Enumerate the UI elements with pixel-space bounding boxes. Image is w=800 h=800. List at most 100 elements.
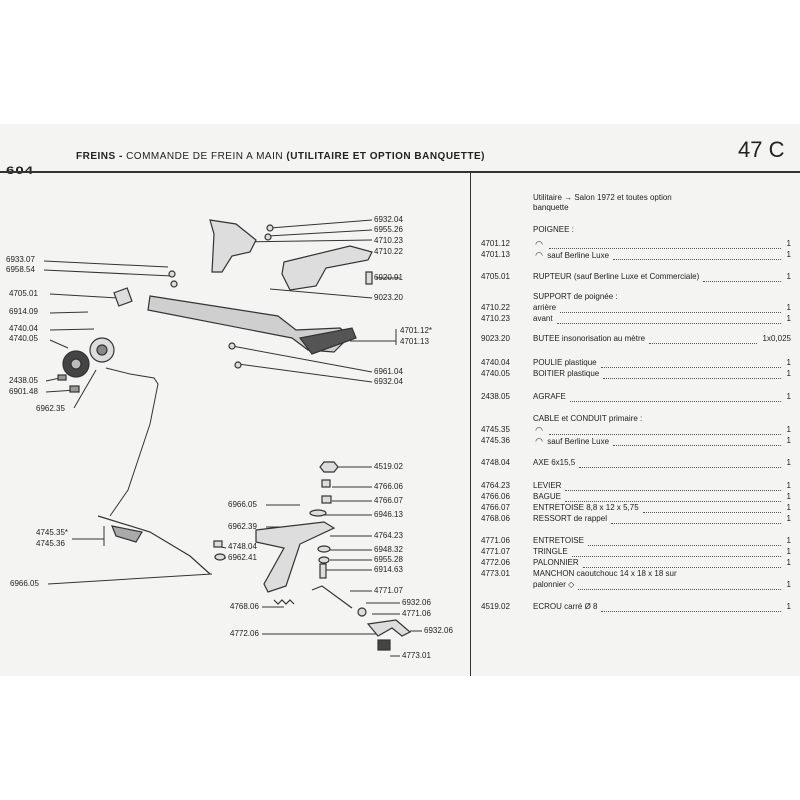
ref-6955-28: 6955.28 [374,555,403,564]
part-code: 9023.20 [481,334,510,343]
parts-list-row: 9023.20 BUTEE insonorisation au mètre 1x0,… [481,334,791,345]
dot-leader [613,250,781,260]
ref-4773-01: 4773.01 [402,651,431,660]
part-code: 4748.04 [481,458,510,467]
ref-6948-32: 6948.32 [374,545,403,554]
handle-variant-icon: ◠ [535,425,543,435]
ref-6914-09: 6914.09 [9,307,38,316]
ref-6933-07: 6933.07 [6,255,35,264]
part-code: 4740.05 [481,369,510,378]
parts-list-row: POIGNEE : [481,225,791,236]
ref-6966-05-upper: 6966.05 [228,500,257,509]
part-code: 4701.12 [481,239,510,248]
dot-leader [549,239,781,249]
title-rest: COMMANDE DE FREIN A MAIN [126,151,287,162]
part-quantity: 1 [786,239,791,248]
catalog-sheet: 604 FREINS - COMMANDE DE FREIN A MAIN (U… [0,124,800,676]
ref-6932-06-lower: 6932.06 [424,626,453,635]
dot-leader [613,436,781,446]
part-description: RUPTEUR (sauf Berline Luxe et Commercial… [533,272,700,281]
ref-6932-06-upper: 6932.06 [402,598,431,607]
dot-leader [560,303,781,313]
applicability-note-line1: Utilitaire → Salon 1972 et toutes option [533,193,672,202]
part-quantity: 1x0,025 [762,334,791,343]
part-description: TRINGLE [533,547,568,556]
dot-leader [578,580,781,590]
part-description: BUTEE insonorisation au mètre [533,334,646,343]
ref-9023-20: 9023.20 [374,293,403,302]
page-number: 47 C [738,137,785,162]
part-quantity: 1 [786,492,791,501]
dot-leader [570,392,781,402]
ref-6961-04: 6961.04 [374,367,403,376]
part-description: palonnier ◇ [533,580,575,589]
ref-4710-23: 4710.23 [374,236,403,245]
ref-6914-63: 6914.63 [374,565,403,574]
part-quantity: 1 [786,481,791,490]
ref-4771-06: 4771.06 [402,609,431,618]
part-code: 4764.23 [481,481,510,490]
part-quantity: 1 [786,436,791,445]
ref-6958-54: 6958.54 [6,265,35,274]
ref-6920-91: 6920.91 [374,273,403,282]
handle-variant-icon: ◠ [535,250,543,260]
dot-leader [549,425,781,435]
title-dash: - [115,151,127,162]
dot-leader [557,314,781,324]
ref-4772-06: 4772.06 [230,629,259,638]
handle-variant-icon: ◠ [535,436,543,446]
header-rule [0,171,800,173]
part-description: ◠ sauf Berline Luxe [533,250,609,261]
parts-list-row: 4745.36 ◠ sauf Berline Luxe 1 [481,436,791,447]
part-code: 4519.02 [481,602,510,611]
dot-leader [649,334,757,344]
ref-6962-41: 6962.41 [228,553,257,562]
dot-leader [601,602,781,612]
part-quantity: 1 [786,580,791,589]
dot-leader [603,369,781,379]
part-description: RESSORT de rappel [533,514,607,523]
handle-variant-icon: ◠ [535,239,543,249]
ref-4748-04: 4748.04 [228,542,257,551]
dot-leader [579,458,781,468]
part-description: ◠ sauf Berline Luxe [533,436,609,447]
part-quantity: 1 [786,547,791,556]
part-description: PALONNIER [533,558,579,567]
ref-4771-07: 4771.07 [374,586,403,595]
ref-4701-13: 4701.13 [400,337,429,346]
part-code: 2438.05 [481,392,510,401]
part-quantity: 1 [786,250,791,259]
part-description: arrière [533,303,557,312]
part-code: 4771.06 [481,536,510,545]
ref-4740-05: 4740.05 [9,334,38,343]
ref-6932-04-top: 6932.04 [374,215,403,224]
page-title: FREINS - COMMANDE DE FREIN A MAIN (UTILI… [76,151,485,162]
part-code: 4766.07 [481,503,510,512]
ref-4740-04: 4740.04 [9,324,38,333]
part-description: avant [533,314,553,323]
part-code: 4710.22 [481,303,510,312]
title-paren: (UTILITAIRE ET OPTION BANQUETTE) [286,151,485,162]
parts-list-row: palonnier ◇ 1 [481,580,791,591]
dot-leader [572,547,781,557]
part-code: 4745.36 [481,436,510,445]
ref-4764-23: 4764.23 [374,531,403,540]
ref-6932-04-bottom: 6932.04 [374,377,403,386]
exploded-diagram [43,219,422,657]
part-code: 4710.23 [481,314,510,323]
part-description: ◠ [533,239,545,250]
dot-leader [588,536,781,546]
part-description: POIGNEE : [533,225,574,234]
parts-list-row: CABLE et CONDUIT primaire : [481,414,791,425]
part-description: POULIE plastique [533,358,597,367]
dot-leader [583,558,781,568]
